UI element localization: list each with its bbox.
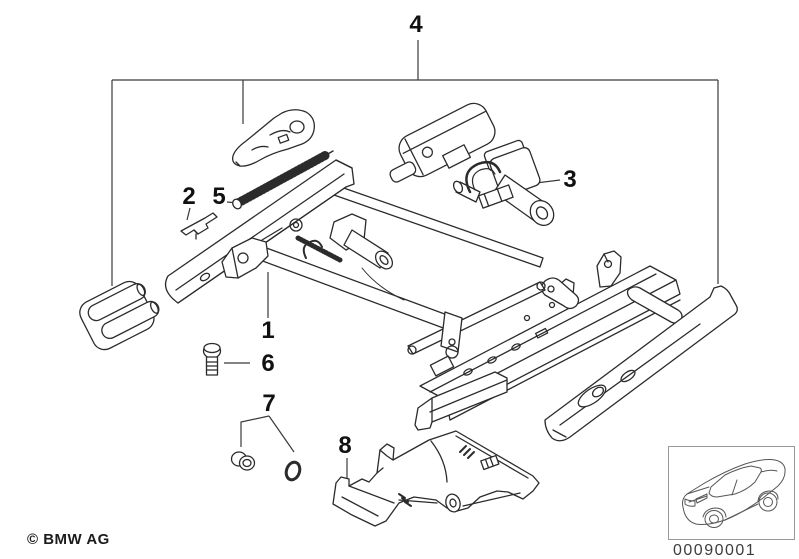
part-3-motor-drawing <box>452 139 555 227</box>
callout-8[interactable]: 8 <box>338 432 352 459</box>
callout-6[interactable]: 6 <box>261 350 275 377</box>
callout-2[interactable]: 2 <box>182 183 196 210</box>
diagram-number: 00090001 <box>673 542 757 559</box>
part-4-slide-block-drawing <box>79 280 160 351</box>
part-6-bolt-drawing <box>202 342 222 376</box>
part-5-spring-drawing <box>232 150 334 210</box>
part-4-cover-rail-drawing <box>544 285 738 442</box>
callout-7[interactable]: 7 <box>262 390 276 417</box>
car-thumbnail <box>668 446 795 540</box>
callout-1[interactable]: 1 <box>261 317 275 344</box>
callout-4[interactable]: 4 <box>409 11 423 38</box>
part-8-tray-drawing <box>332 430 540 527</box>
part-7-bushing-drawing <box>230 451 256 471</box>
part-4-handle-drawing <box>232 109 315 167</box>
part-4-trim-cover-drawing <box>389 102 496 183</box>
leader-lines <box>111 40 719 478</box>
part-1-frame-drawing <box>164 159 683 431</box>
callout-3[interactable]: 3 <box>563 166 577 193</box>
callout-5[interactable]: 5 <box>212 183 226 210</box>
bmw-sedan-outline-icon <box>682 459 786 528</box>
copyright-text: © BMW AG <box>27 531 110 548</box>
part-7-oring-drawing <box>284 460 302 482</box>
part-2-clip-drawing <box>180 212 218 240</box>
